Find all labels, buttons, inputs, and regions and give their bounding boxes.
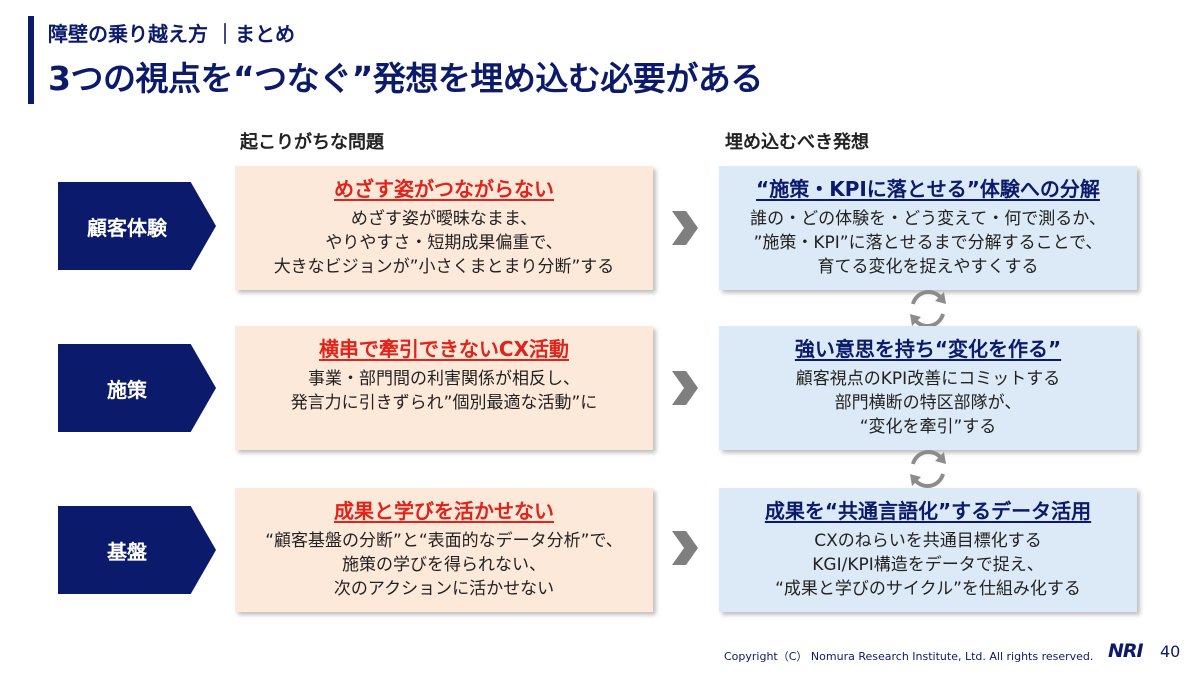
copyright-notice: Copyright（C） Nomura Research Institute, … [724, 650, 1094, 663]
category-initiatives: 施策 [58, 344, 216, 432]
idea-line: 顧客視点のKPI改善にコミットする [795, 369, 1061, 389]
idea-line: 誰の・どの体験を・どう変えて・何で測るか、 [750, 209, 1106, 229]
cycle-arrows-icon [910, 290, 946, 328]
idea-heading: 強い意思を持ち“変化を作る” [794, 337, 1062, 361]
idea-box-initiatives: 強い意思を持ち“変化を作る” 顧客視点のKPI改善にコミットする 部門横断の特区… [719, 326, 1137, 450]
problem-body: “顧客基盤の分断”と“表面的なデータ分析”で、 施策の学びを得られない、 次のア… [235, 529, 653, 601]
idea-body: CXのねらいを共通目標化する KGI/KPI構造をデータで捉え、 “成果と学びの… [719, 529, 1137, 601]
page-subtitle: 障壁の乗り越え方 ｜まとめ [48, 22, 295, 46]
problem-heading: めざす姿がつながらない [334, 177, 554, 201]
problem-line: 事業・部門間の利害関係が相反し、 [308, 369, 580, 389]
idea-line: “成果と学びのサイクル”を仕組み化する [775, 579, 1081, 599]
column-header-problems: 起こりがちな問題 [240, 132, 384, 153]
idea-box-customer-experience: “施策・KPIに落とせる”体験への分解 誰の・どの体験を・どう変えて・何で測るか… [719, 166, 1137, 290]
problem-line: めざす姿が曖昧なまま、 [350, 209, 538, 229]
problem-line: 施策の学びを得られない、 [342, 555, 546, 575]
problem-line: 次のアクションに活かせない [333, 579, 555, 599]
problem-box-foundation: 成果と学びを活かせない “顧客基盤の分断”と“表面的なデータ分析”で、 施策の学… [235, 488, 653, 612]
problem-line: “顧客基盤の分断”と“表面的なデータ分析”で、 [265, 531, 623, 551]
problem-body: めざす姿が曖昧なまま、 やりやすさ・短期成果偏重で、 大きなビジョンが”小さくま… [235, 207, 653, 279]
idea-heading: 成果を“共通言語化”するデータ活用 [764, 499, 1092, 523]
idea-body: 顧客視点のKPI改善にコミットする 部門横断の特区部隊が、 “変化を牽引”する [719, 367, 1137, 439]
page-number: 40 [1160, 642, 1181, 661]
category-customer-experience: 顧客体験 [58, 182, 216, 270]
problem-line: 発言力に引きずられ”個別最適な活動”に [290, 393, 598, 413]
column-header-ideas: 埋め込むべき発想 [725, 132, 869, 153]
page-title: 3つの視点を“つなぐ”発想を埋め込む必要がある [48, 59, 763, 98]
idea-line: KGI/KPI構造をデータで捉え、 [812, 555, 1044, 575]
cycle-arrows-icon [910, 450, 946, 488]
nri-logo: NRI [1108, 640, 1144, 662]
title-accent-bar [28, 16, 34, 104]
idea-line: CXのねらいを共通目標化する [814, 531, 1042, 551]
problem-line: 大きなビジョンが”小さくまとまり分断”する [273, 257, 615, 277]
chevron-right-icon [672, 371, 698, 405]
idea-line: ”施策・KPI”に落とせるまで分解することで、 [753, 233, 1103, 253]
problem-heading: 横串で牽引できないCX活動 [318, 337, 570, 361]
problem-box-initiatives: 横串で牽引できないCX活動 事業・部門間の利害関係が相反し、 発言力に引きずられ… [235, 326, 653, 450]
problem-line: やりやすさ・短期成果偏重で、 [325, 233, 563, 253]
chevron-right-icon [672, 531, 698, 565]
chevron-right-icon [672, 211, 698, 245]
idea-line: “変化を牽引”する [859, 417, 997, 437]
idea-line: 部門横断の特区部隊が、 [834, 393, 1022, 413]
category-foundation: 基盤 [58, 506, 216, 594]
problem-heading: 成果と学びを活かせない [334, 499, 554, 523]
idea-box-foundation: 成果を“共通言語化”するデータ活用 CXのねらいを共通目標化する KGI/KPI… [719, 488, 1137, 612]
idea-heading: “施策・KPIに落とせる”体験への分解 [756, 177, 1100, 201]
problem-box-customer-experience: めざす姿がつながらない めざす姿が曖昧なまま、 やりやすさ・短期成果偏重で、 大… [235, 166, 653, 290]
idea-body: 誰の・どの体験を・どう変えて・何で測るか、 ”施策・KPI”に落とせるまで分解す… [719, 207, 1137, 279]
problem-body: 事業・部門間の利害関係が相反し、 発言力に引きずられ”個別最適な活動”に [235, 367, 653, 415]
idea-line: 育てる変化を捉えやすくする [817, 257, 1039, 277]
